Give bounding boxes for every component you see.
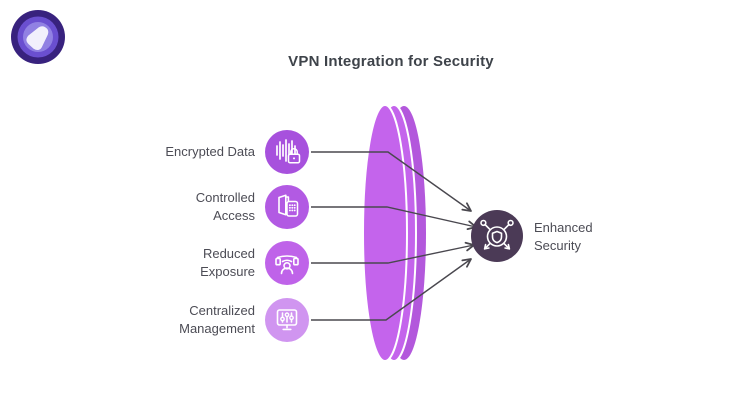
surveillance-person-icon [265,241,309,285]
list-item-reduced-exposure: Reduced Exposure [143,241,309,285]
page-title: VPN Integration for Security [288,53,494,70]
list-item-encrypted-data: Encrypted Data [143,130,309,174]
vpn-brand-logo-icon [11,10,65,64]
result-label: Enhanced Security [534,220,593,253]
monitor-settings-icon [265,298,309,342]
item-label: Reduced Exposure [200,246,255,279]
list-item-centralized-management: Centralized Management [143,298,309,342]
door-keypad-icon [265,185,309,229]
vpn-brand-logo [10,9,66,65]
shield-network-icon [471,210,523,262]
lens-shape [362,104,426,362]
waveform-lock-icon [265,130,309,174]
item-label: Centralized Management [179,303,255,336]
item-label: Controlled Access [195,190,255,223]
item-label: Encrypted Data [165,144,255,160]
connector-arrows [311,151,477,321]
list-item-controlled-access: Controlled Access [143,185,309,229]
